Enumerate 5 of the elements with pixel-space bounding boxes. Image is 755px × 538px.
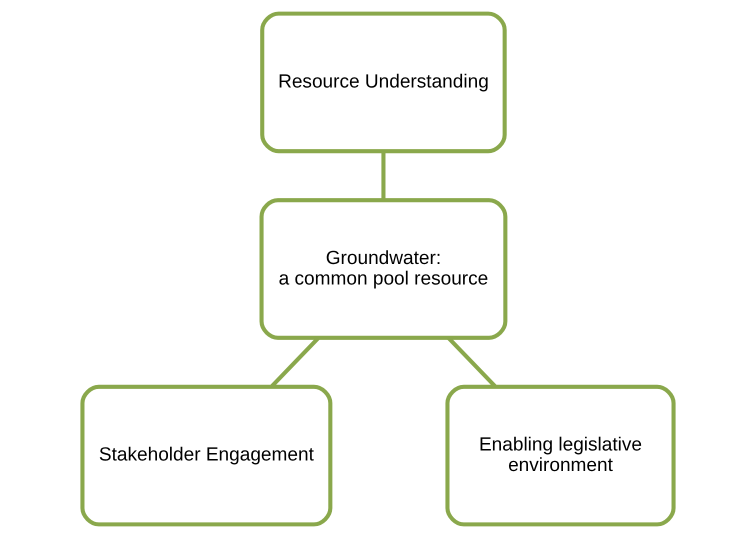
node-box: Enabling legislative environment: [444, 384, 676, 526]
node-box: Groundwater: a common pool resource: [259, 198, 507, 340]
node-box: Resource Understanding: [260, 12, 506, 154]
node-box: Stakeholder Engagement: [80, 384, 332, 526]
connector: [380, 151, 385, 200]
